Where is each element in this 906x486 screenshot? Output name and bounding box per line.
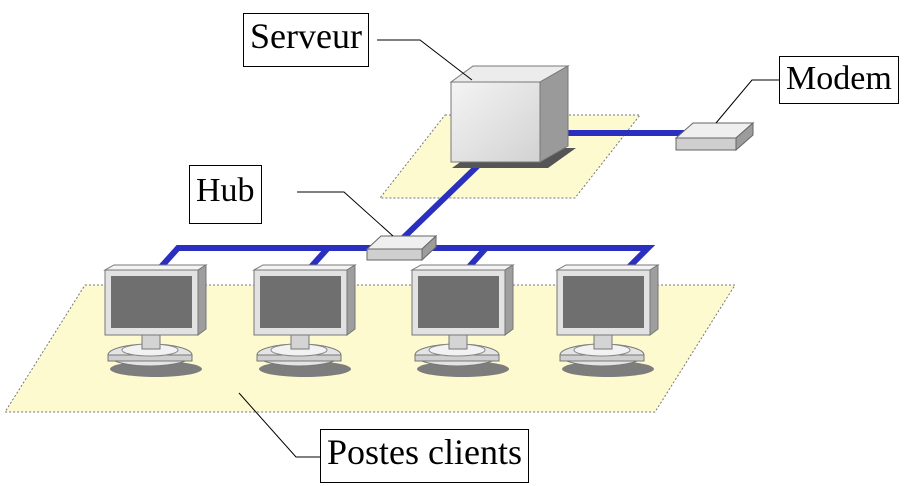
- clients-label: Postes clients: [320, 429, 529, 483]
- hub-icon: [365, 234, 438, 262]
- leader-lines: [238, 39, 779, 458]
- leader-modem: [715, 79, 779, 124]
- leader-hub: [297, 191, 394, 237]
- server-label: Serveur: [243, 13, 369, 67]
- leader-clients: [238, 392, 320, 458]
- client-monitor-2: [252, 264, 357, 377]
- client-monitor-1: [103, 264, 208, 377]
- client-monitor-3: [410, 264, 515, 377]
- server-icon: [449, 65, 576, 168]
- hub-label: Hub: [189, 165, 262, 224]
- modem-icon: [674, 121, 755, 152]
- leader-server: [377, 39, 473, 81]
- client-monitor-4: [555, 264, 660, 377]
- modem-label: Modem: [779, 56, 899, 104]
